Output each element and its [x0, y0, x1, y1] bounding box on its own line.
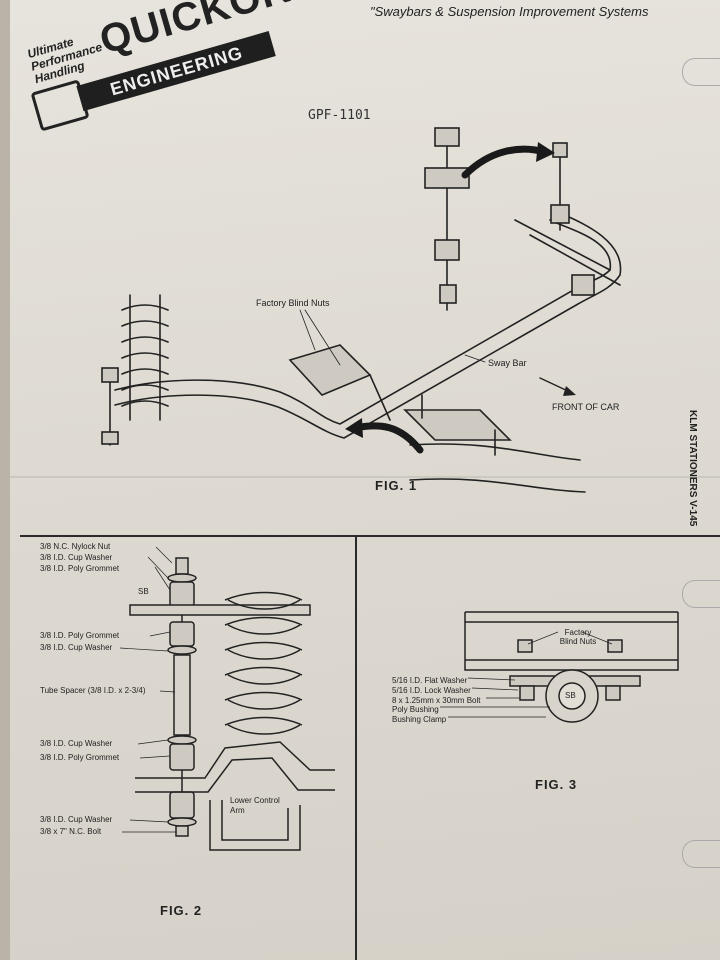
fig2-label-poly-grommet-3: 3/8 I.D. Poly Grommet	[40, 753, 120, 762]
binder-hole	[682, 58, 720, 86]
fig1-label-factory-blind-nuts: Factory Blind Nuts	[256, 298, 330, 308]
fig3-caption: FIG. 3	[535, 777, 578, 792]
fig3-label-bolt: 8 x 1.25mm x 30mm Bolt	[392, 696, 481, 705]
fig2-caption: FIG. 2	[160, 903, 203, 918]
header-tagline: "Swaybars & Suspension Improvement Syste…	[370, 4, 649, 19]
vertical-divider	[355, 536, 357, 960]
fig3-label-sb: SB	[565, 691, 576, 700]
binder-hole	[682, 580, 720, 608]
side-stamp: KLM STATIONERS V-145	[687, 410, 698, 527]
binder-hole	[682, 840, 720, 868]
fig3-label-poly-bushing: Poly Bushing	[392, 705, 439, 714]
fig2-label-tube-spacer: Tube Spacer (3/8 I.D. x 2-3/4)	[40, 686, 146, 695]
fig2-label-cup-washer-4: 3/8 I.D. Cup Washer	[40, 815, 113, 824]
horizontal-divider	[20, 535, 720, 537]
fig2-label-poly-grommet-1: 3/8 I.D. Poly Grommet	[40, 564, 120, 573]
paper-fold	[10, 476, 720, 478]
fig3-label-factory-blind-nuts: Factory Blind Nuts	[559, 628, 597, 646]
fig1-drawing	[101, 127, 622, 493]
fig3-label-lock-washer: 5/16 I.D. Lock Washer	[392, 686, 471, 695]
fig1-label-sway-bar: Sway Bar	[488, 358, 527, 368]
fig3-label-flat-washer: 5/16 I.D. Flat Washer	[392, 676, 468, 685]
fig3-label-bushing-clamp: Bushing Clamp	[392, 715, 447, 724]
fig2-label-lower-control-arm: Lower Control Arm	[230, 796, 280, 815]
instruction-sheet: "Swaybars & Suspension Improvement Syste…	[10, 0, 720, 960]
fig2-label-sb: SB	[138, 587, 149, 596]
coil-spring-left	[121, 294, 169, 421]
fig1-caption: FIG. 1	[375, 478, 418, 493]
fig2-label-cup-washer-2: 3/8 I.D. Cup Washer	[40, 643, 113, 652]
fig2-label-bolt: 3/8 x 7" N.C. Bolt	[40, 827, 102, 836]
fig2-label-cup-washer-1: 3/8 I.D. Cup Washer	[40, 553, 113, 562]
part-number: GPF-1101	[308, 108, 371, 123]
fig2-label-nylock-nut: 3/8 N.C. Nylock Nut	[40, 542, 111, 551]
fig1-label-front-of-car: FRONT OF CAR	[552, 402, 620, 412]
fig2-label-cup-washer-3: 3/8 I.D. Cup Washer	[40, 739, 113, 748]
fig2-label-poly-grommet-2: 3/8 I.D. Poly Grommet	[40, 631, 120, 640]
